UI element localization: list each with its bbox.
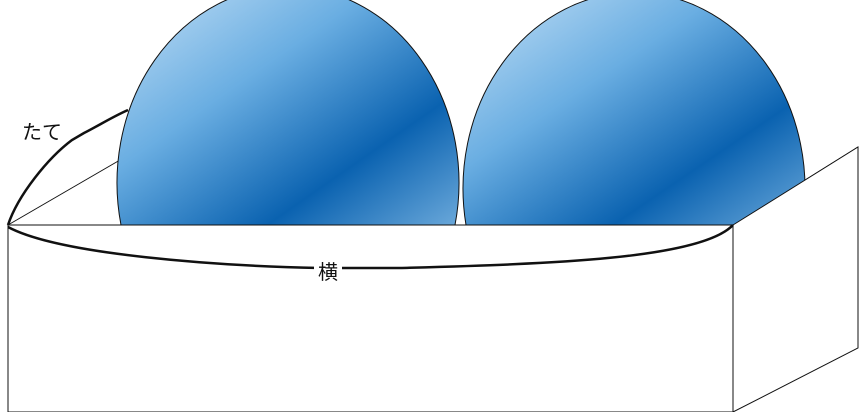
width-label: 横 <box>314 262 342 282</box>
sphere-left <box>117 0 459 225</box>
sphere-right <box>463 0 805 225</box>
height-label: たて <box>22 122 62 142</box>
